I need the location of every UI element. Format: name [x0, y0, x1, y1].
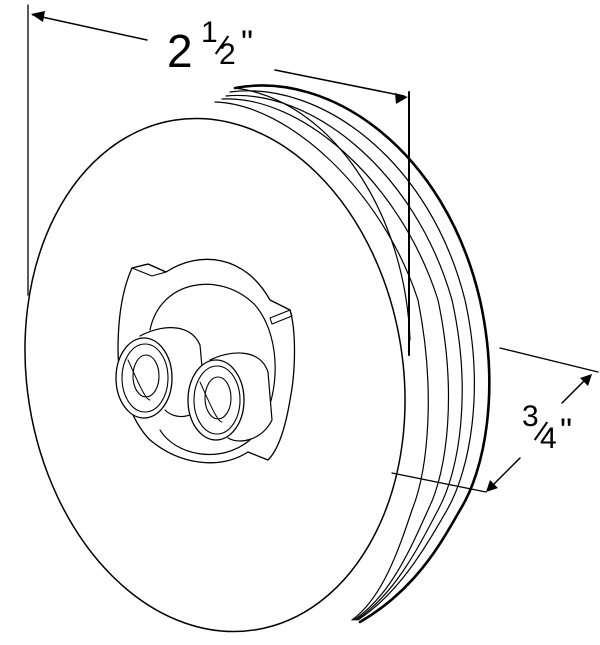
arrow-left-icon: [31, 11, 45, 22]
pin-1-contact: [127, 359, 151, 401]
pin-1-face-outer: [115, 337, 173, 419]
depth-extension-bottom: [391, 472, 487, 493]
diameter-denominator: 2: [219, 38, 236, 71]
housing-ring-3: [221, 98, 450, 621]
depth-extension-top: [499, 347, 599, 373]
depth-label: 3 4 ": [522, 402, 582, 462]
diameter-whole: 2: [167, 25, 193, 77]
pin-1-face-ring: [121, 343, 169, 413]
connector-tab-right: [269, 309, 293, 325]
diameter-numerator: 1: [201, 16, 218, 49]
arrow-right-icon: [395, 93, 408, 104]
diameter-dimension-line-left: [32, 14, 148, 41]
pin-2-contact: [199, 381, 223, 423]
housing-ring-4: [214, 101, 429, 621]
pin-2-face-outer: [187, 359, 245, 441]
housing-rim-outer: [233, 84, 491, 624]
diameter-unit: ": [241, 24, 254, 62]
diameter-dimension-line-right: [274, 69, 405, 97]
depth-denominator: 4: [540, 422, 557, 455]
housing-ring-1: [229, 90, 475, 621]
connector-base-plate: [117, 258, 296, 464]
connector-tab-top: [131, 263, 167, 277]
depth-unit: ": [560, 412, 573, 450]
housing-ring-2: [225, 94, 463, 621]
depth-numerator: 3: [522, 400, 539, 433]
face-right-edge: [234, 87, 411, 341]
connector-inner-ring: [149, 283, 276, 455]
arrow-up-right-icon: [580, 374, 592, 386]
diameter-label: 2 1 2 ": [167, 18, 277, 78]
depth-dimension-line-bottom: [489, 457, 521, 489]
arrow-down-left-icon: [486, 480, 498, 492]
pin-2-face-ring: [193, 365, 241, 435]
